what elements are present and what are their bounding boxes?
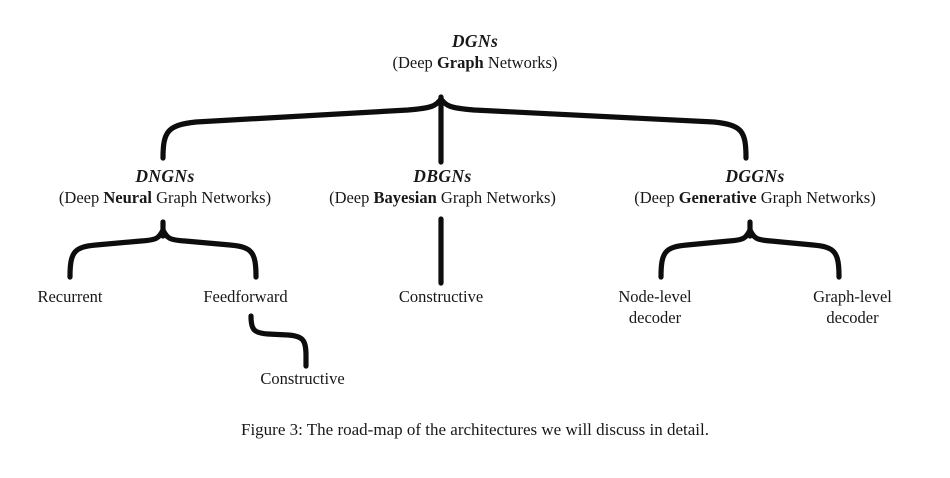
node-dbgns-expansion-suffix: Graph Networks) — [436, 188, 556, 208]
brace-dggns-to-leaves — [658, 219, 842, 280]
node-dggns-expansion: (Deep Generative Graph Networks) — [595, 187, 915, 208]
node-dggns: DGGNs (Deep Generative Graph Networks) — [595, 165, 915, 209]
node-dngns-expansion: (Deep Neural Graph Networks) — [10, 187, 320, 208]
leaf-constructive-feedforward: Constructive — [235, 368, 370, 389]
node-dggns-expansion-bold: Generative — [678, 188, 757, 208]
leaf-graph-level-decoder-line2: decoder — [826, 308, 879, 328]
leaf-constructive-bayesian: Constructive — [376, 286, 506, 307]
node-dngns: DNGNs (Deep Neural Graph Networks) — [10, 165, 320, 209]
node-dngns-expansion-prefix: (Deep — [58, 188, 104, 208]
node-dbgns: DBGNs (Deep Bayesian Graph Networks) — [300, 165, 585, 209]
node-dbgns-expansion: (Deep Bayesian Graph Networks) — [300, 187, 585, 208]
leaf-recurrent-label: Recurrent — [37, 287, 103, 306]
brace-root-to-branches — [160, 94, 749, 165]
leaf-node-level-decoder-line2: decoder — [628, 308, 682, 328]
node-dngns-expansion-suffix: Graph Networks) — [151, 188, 272, 208]
brace-dngns-to-leaves — [67, 219, 259, 280]
leaf-constructive-feedforward-label: Constructive — [260, 369, 345, 388]
node-dgns-expansion-suffix: Networks) — [483, 53, 558, 73]
node-dgns-expansion: (Deep Graph Networks) — [295, 52, 655, 73]
node-dggns-expansion-suffix: Graph Networks) — [756, 188, 876, 208]
leaf-node-level-decoder-line1: Node-level — [618, 287, 692, 306]
node-dggns-acronym: DGGNs — [725, 166, 785, 186]
leaf-feedforward-label: Feedforward — [203, 287, 288, 306]
leaf-constructive-bayesian-label: Constructive — [398, 287, 484, 306]
leaf-recurrent: Recurrent — [15, 286, 125, 307]
node-dgns-expansion-bold: Graph — [436, 53, 484, 73]
leaf-feedforward: Feedforward — [178, 286, 313, 307]
leaf-graph-level-decoder: Graph-level decoder — [795, 286, 910, 329]
node-dngns-expansion-bold: Neural — [103, 188, 152, 208]
node-dgns: DGNs (Deep Graph Networks) — [295, 30, 655, 74]
node-dbgns-acronym: DBGNs — [413, 166, 472, 186]
node-dngns-acronym: DNGNs — [135, 166, 195, 186]
leaf-graph-level-decoder-line1: Graph-level — [813, 287, 892, 306]
node-dbgns-expansion-bold: Bayesian — [373, 188, 437, 208]
node-dggns-expansion-prefix: (Deep — [634, 188, 679, 208]
leaf-node-level-decoder: Node-level decoder — [600, 286, 710, 329]
node-dbgns-expansion-prefix: (Deep — [329, 188, 374, 208]
connector-feedforward-to-constructive — [248, 313, 309, 369]
figure-caption: Figure 3: The road-map of the architectu… — [241, 420, 709, 439]
node-dgns-acronym: DGNs — [451, 31, 499, 51]
node-dgns-expansion-prefix: (Deep — [392, 53, 437, 73]
